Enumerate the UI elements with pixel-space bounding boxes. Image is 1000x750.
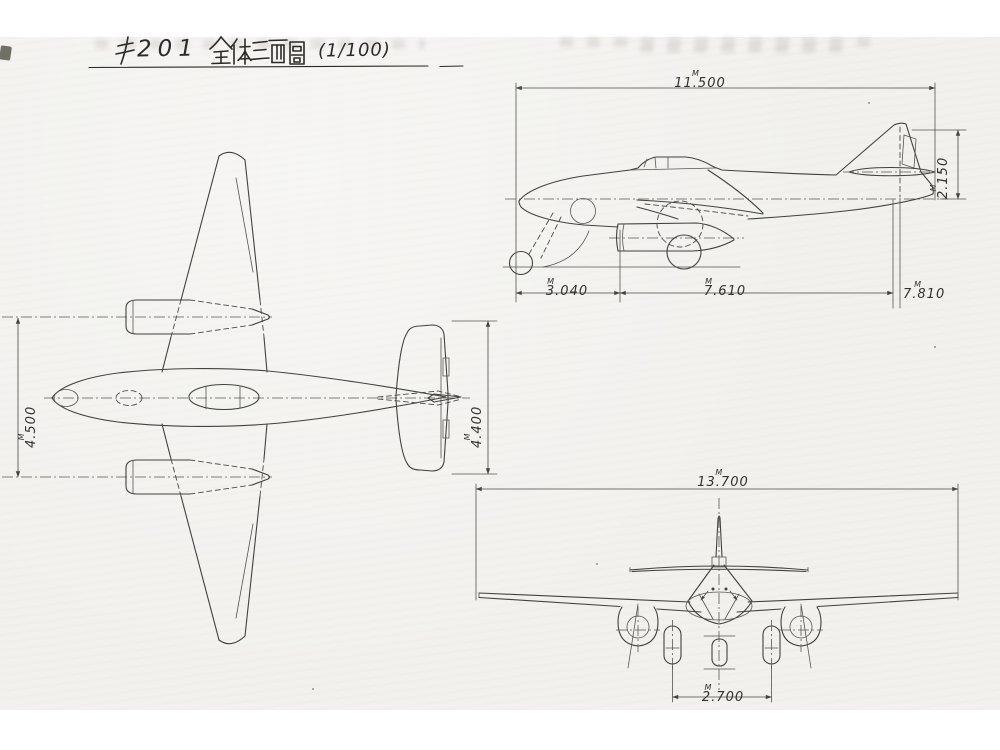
side-view-drawing <box>502 122 948 276</box>
title-scale-note: (1/100) <box>317 39 392 62</box>
plan-view-dimension-lines <box>15 317 498 478</box>
scan-speck <box>868 102 870 104</box>
scan-speck <box>596 563 598 565</box>
title-aircraft-number: 201 <box>136 35 200 63</box>
scan-ghost-artifact <box>560 37 880 47</box>
title-kanji-handwriting <box>209 36 305 65</box>
scan-ghost-artifact <box>95 39 425 49</box>
title-kana-ki-handwriting <box>115 36 135 65</box>
scan-speck <box>934 346 936 348</box>
front-view-drawing <box>478 498 959 690</box>
title-underline <box>88 65 464 69</box>
scan-ghost-artifact <box>640 46 850 53</box>
scan-paper-area <box>0 37 1000 710</box>
side-view-dimension-lines <box>515 82 967 309</box>
front-view-dimension-lines <box>475 483 959 703</box>
scan-speck <box>312 688 314 690</box>
plan-view-drawing <box>2 151 470 645</box>
